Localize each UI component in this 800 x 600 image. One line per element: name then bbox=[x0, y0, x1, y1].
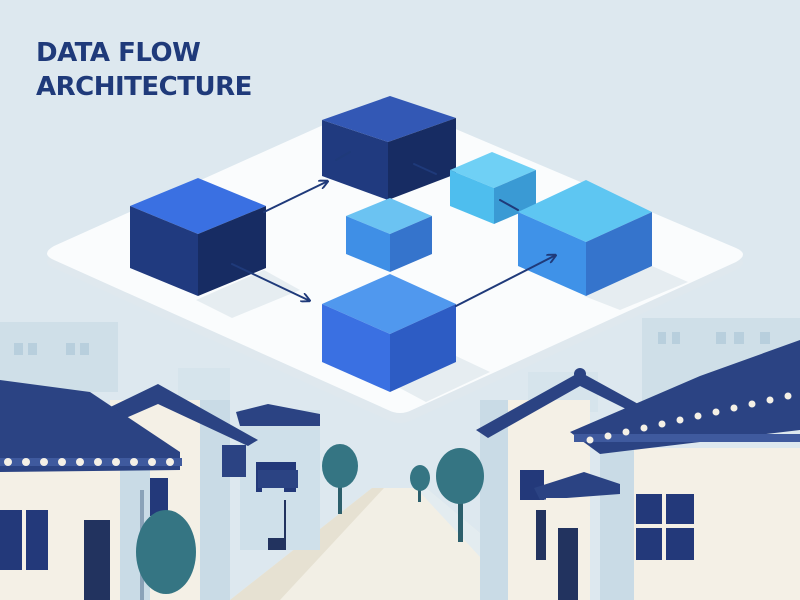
houses-left bbox=[0, 380, 320, 600]
tree-icon bbox=[322, 444, 358, 514]
arrow-icon bbox=[263, 182, 326, 213]
arrow-icon bbox=[335, 151, 351, 161]
title-line-1: DATA FLOW bbox=[36, 38, 201, 68]
data-node bbox=[322, 96, 456, 200]
flow-arrows bbox=[231, 151, 554, 307]
arrow-icon bbox=[231, 263, 308, 300]
window-icon bbox=[636, 494, 694, 560]
arrow-icon bbox=[413, 163, 437, 175]
data-node bbox=[346, 198, 432, 272]
tree-icon bbox=[410, 465, 430, 502]
tree-icon bbox=[436, 448, 484, 542]
arrow-icon bbox=[455, 256, 554, 307]
window-icon bbox=[0, 510, 48, 570]
data-node bbox=[130, 178, 266, 296]
block-shadows bbox=[196, 266, 688, 402]
houses-right bbox=[476, 340, 800, 600]
data-node bbox=[322, 274, 456, 392]
data-node bbox=[450, 152, 536, 224]
arrow-icon bbox=[499, 199, 519, 211]
diagram-title: DATA FLOW ARCHITECTURE bbox=[36, 36, 396, 104]
title-line-2: ARCHITECTURE bbox=[36, 72, 252, 102]
